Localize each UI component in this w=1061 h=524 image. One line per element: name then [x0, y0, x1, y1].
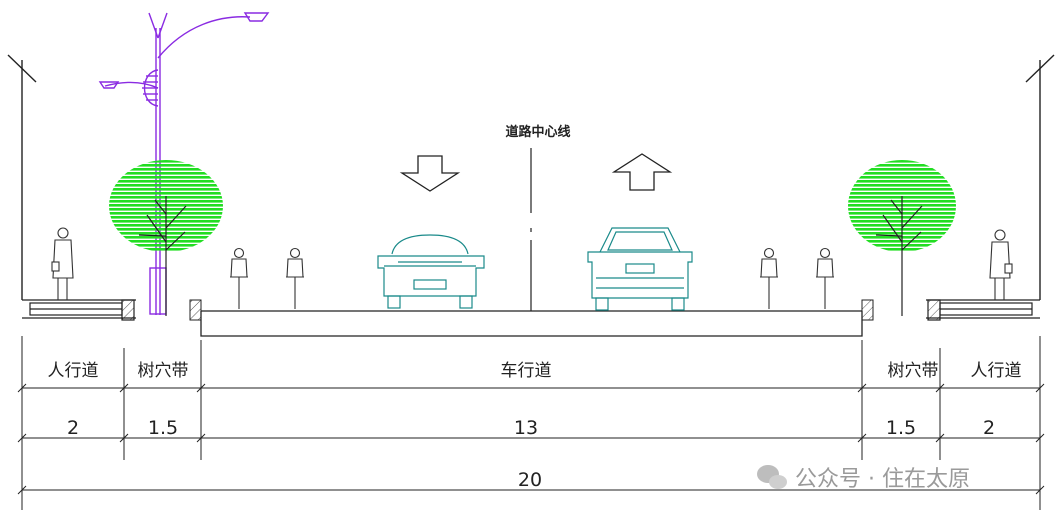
zone-width-sidewalk-right: 2	[983, 417, 995, 439]
zone-label-carriageway: 车行道	[501, 361, 552, 381]
curb-right	[861, 299, 874, 321]
zone-label-sidewalk-left: 人行道	[48, 361, 99, 381]
zone-label-tree-pit-right: 树穴带	[888, 361, 939, 381]
car-front-icon	[587, 227, 693, 311]
tree-left-icon	[109, 160, 223, 316]
curb-left	[189, 299, 202, 321]
zone-width-tree-pit-left: 1.5	[148, 417, 178, 439]
zone-width-tree-pit-right: 1.5	[886, 417, 916, 439]
building-right	[1025, 54, 1055, 300]
pedestrian-right-icon	[989, 229, 1013, 300]
pedestrian-left-icon	[51, 227, 74, 300]
zone-label-sidewalk-right: 人行道	[971, 361, 1022, 381]
tree-right-icon	[848, 160, 956, 316]
watermark-text: 公众号 · 住在太原	[795, 467, 970, 492]
arrow-down-icon	[399, 155, 461, 192]
zone-width-carriageway: 13	[514, 417, 538, 439]
sidewalk-left	[22, 299, 136, 321]
zone-label-tree-pit-left: 树穴带	[138, 361, 189, 381]
car-rear-icon	[377, 234, 485, 309]
centerline-label: 道路中心线	[505, 124, 570, 140]
zone-width-sidewalk-left: 2	[67, 417, 79, 439]
total-width: 20	[518, 469, 542, 491]
carriageway	[200, 310, 863, 337]
wechat-icon	[757, 465, 787, 489]
dimension-lines	[17, 336, 1045, 510]
cyclist-2-icon	[286, 247, 304, 309]
sidewalk-right	[926, 299, 1040, 321]
building-left	[7, 54, 37, 300]
cyclist-3-icon	[760, 247, 778, 309]
arrow-up-icon	[611, 153, 673, 191]
cyclist-1-icon	[230, 247, 248, 309]
cyclist-4-icon	[816, 247, 834, 309]
